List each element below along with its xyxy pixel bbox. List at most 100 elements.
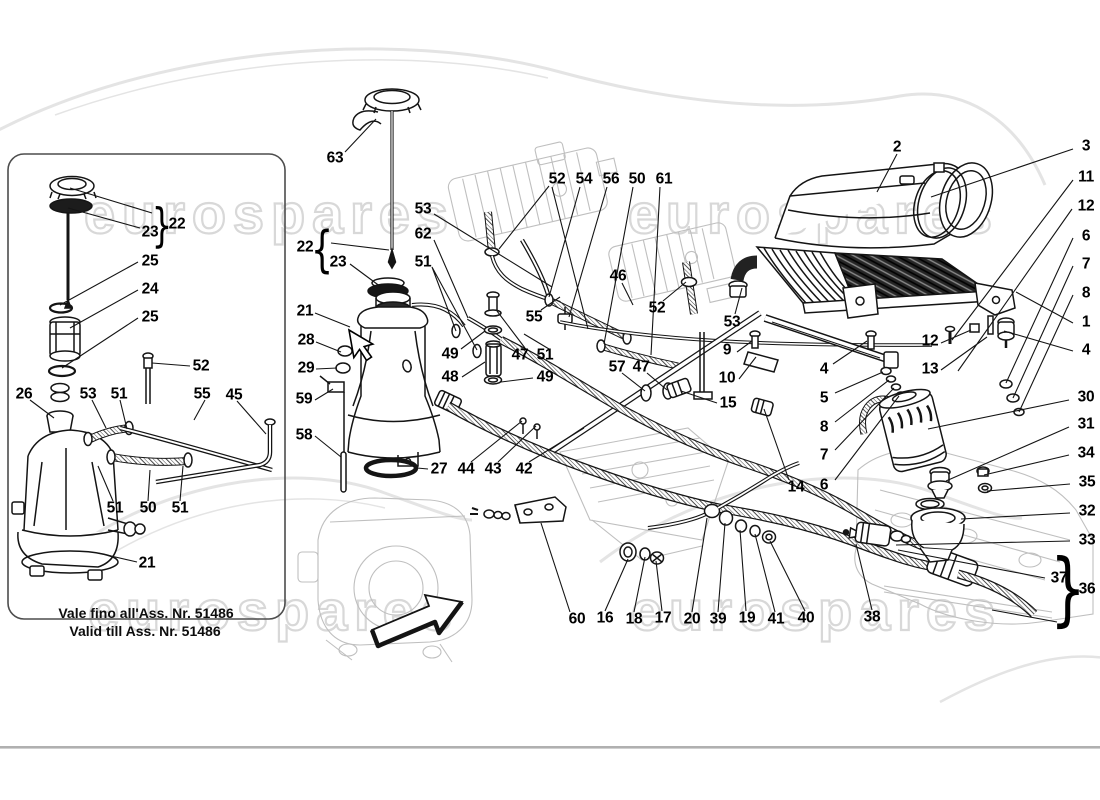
- watermark-text: eurospares: [88, 579, 456, 642]
- callout-number-14: 14: [787, 478, 805, 496]
- callout-number-50: 50: [628, 170, 646, 188]
- callout-number-7: 7: [1081, 255, 1091, 273]
- callout-number-45: 45: [225, 386, 243, 404]
- callout-number-43: 43: [484, 460, 502, 478]
- callout-number-25: 25: [141, 308, 159, 326]
- callout-number-55: 55: [525, 308, 543, 326]
- callout-number-6: 6: [819, 476, 829, 494]
- callout-number-46: 46: [609, 267, 627, 285]
- center-oil-tank-assembly: [319, 88, 503, 493]
- callout-number-18: 18: [625, 610, 643, 628]
- callout-number-35: 35: [1078, 473, 1096, 491]
- callout-number-51: 51: [536, 346, 554, 364]
- background-engine-sketches: [297, 141, 1094, 663]
- callout-number-49: 49: [536, 368, 554, 386]
- callout-number-47: 47: [511, 346, 529, 364]
- callout-number-52: 52: [192, 357, 210, 375]
- watermark-text: eurospares: [84, 182, 452, 245]
- callout-number-9: 9: [722, 341, 732, 359]
- callout-number-58: 58: [295, 426, 313, 444]
- callout-number-37: 37: [1050, 569, 1068, 587]
- callout-number-10: 10: [718, 369, 736, 387]
- callout-number-21: 21: [138, 554, 156, 572]
- callout-number-17: 17: [654, 609, 672, 627]
- callout-number-51: 51: [171, 499, 189, 517]
- callout-number-19: 19: [738, 609, 756, 627]
- callout-number-15: 15: [719, 394, 737, 412]
- callout-number-42: 42: [515, 460, 533, 478]
- callout-number-12: 12: [1077, 197, 1095, 215]
- callout-number-4: 4: [1081, 341, 1091, 359]
- callout-number-50: 50: [139, 499, 157, 517]
- callout-number-6: 6: [1081, 227, 1091, 245]
- callout-number-24: 24: [141, 280, 159, 298]
- callout-number-51: 51: [414, 253, 432, 271]
- callout-number-12: 12: [921, 332, 939, 350]
- direction-arrow: [369, 593, 464, 649]
- callout-number-7: 7: [819, 446, 829, 464]
- callout-number-53: 53: [414, 200, 432, 218]
- callout-brace: }: [151, 198, 173, 253]
- callout-number-62: 62: [414, 225, 432, 243]
- oil-cooler-assembly: [728, 246, 1025, 417]
- callout-number-56: 56: [602, 170, 620, 188]
- callout-number-29: 29: [297, 359, 315, 377]
- footer-divider: [0, 746, 1100, 749]
- callout-number-4: 4: [819, 360, 829, 378]
- callout-number-23: 23: [329, 253, 347, 271]
- mouse-cursor: [347, 328, 375, 362]
- callout-number-11: 11: [1078, 168, 1094, 186]
- callout-number-51: 51: [110, 385, 128, 403]
- callout-number-60: 60: [568, 610, 586, 628]
- callout-number-53: 53: [79, 385, 97, 403]
- inset-box-border: [7, 153, 286, 620]
- validity-note-italian: Vale fino all'Ass. Nr. 51486: [58, 605, 234, 621]
- callout-number-38: 38: [863, 608, 881, 626]
- callout-number-63: 63: [326, 149, 344, 167]
- callout-number-54: 54: [575, 170, 593, 188]
- callout-brace: {: [310, 220, 334, 279]
- callout-number-20: 20: [683, 610, 701, 628]
- callout-number-28: 28: [297, 331, 315, 349]
- callout-number-27: 27: [430, 460, 448, 478]
- callout-number-52: 52: [548, 170, 566, 188]
- callout-number-33: 33: [1078, 531, 1096, 549]
- callout-number-34: 34: [1077, 444, 1095, 462]
- callout-number-30: 30: [1077, 388, 1095, 406]
- callout-number-16: 16: [596, 609, 614, 627]
- callout-number-5: 5: [819, 389, 829, 407]
- callout-number-57: 57: [608, 358, 626, 376]
- callout-number-26: 26: [15, 385, 33, 403]
- callout-leader-lines: [29, 118, 1074, 623]
- callout-number-48: 48: [441, 368, 459, 386]
- o-ring-27: [363, 457, 419, 479]
- callout-number-32: 32: [1078, 502, 1096, 520]
- callout-number-55: 55: [193, 385, 211, 403]
- callout-number-47: 47: [632, 358, 650, 376]
- hose-network: [445, 211, 1038, 618]
- callout-number-53: 53: [723, 313, 741, 331]
- left-inset-tank-assembly: [11, 175, 276, 581]
- oil-filter-assembly: [842, 388, 993, 563]
- callout-number-25: 25: [141, 252, 159, 270]
- callout-number-52: 52: [648, 299, 666, 317]
- callout-number-49: 49: [441, 345, 459, 363]
- callout-number-36: 36: [1078, 580, 1096, 598]
- callout-number-1: 1: [1081, 313, 1091, 331]
- callout-number-23: 23: [141, 223, 159, 241]
- callout-number-22: 22: [296, 238, 314, 256]
- callout-number-8: 8: [819, 418, 829, 436]
- callout-number-22: 22: [168, 215, 186, 233]
- callout-number-59: 59: [295, 390, 313, 408]
- callout-number-31: 31: [1077, 415, 1095, 433]
- validity-note-english: Valid till Ass. Nr. 51486: [69, 623, 221, 639]
- callout-number-44: 44: [457, 460, 475, 478]
- callout-brace: }: [1050, 542, 1086, 635]
- callout-number-8: 8: [1081, 284, 1091, 302]
- air-intake-assembly: [774, 162, 994, 249]
- callout-number-13: 13: [921, 360, 939, 378]
- callout-number-2: 2: [892, 138, 902, 156]
- callout-number-41: 41: [767, 610, 785, 628]
